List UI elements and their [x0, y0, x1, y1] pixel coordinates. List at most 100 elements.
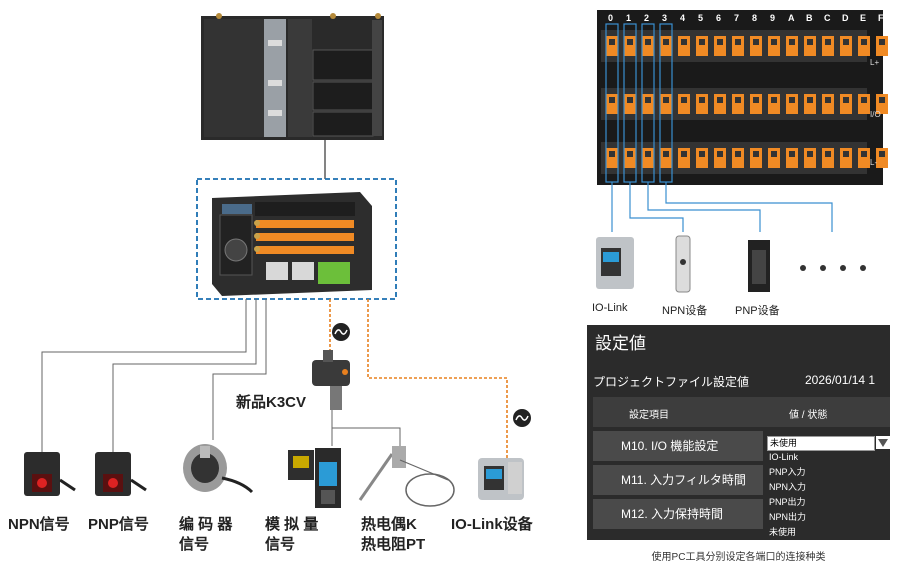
terminal-slot — [717, 39, 723, 45]
k3cv-hub — [312, 350, 350, 410]
sensor-wires — [41, 299, 267, 452]
label-pnp-right: PNP设备 — [735, 305, 780, 317]
label-iolink-device: IO-Link设备 — [451, 516, 533, 533]
port-number: 6 — [716, 13, 722, 23]
npn-device-right — [675, 235, 691, 293]
terminal-slot — [663, 151, 669, 157]
label-thermo-1: 热电偶K — [361, 516, 417, 533]
terminal-slot — [789, 151, 795, 157]
terminal-slot — [807, 97, 813, 103]
terminal-slot — [663, 39, 669, 45]
pnp-sensor — [95, 452, 147, 496]
header-value: 値 / 状態 — [789, 410, 828, 421]
terminal-slot — [807, 39, 813, 45]
dropdown-option[interactable]: NPN入力 — [769, 482, 807, 492]
io-module-frame — [196, 178, 397, 300]
terminal-slot — [825, 39, 831, 45]
terminal-slot — [627, 39, 633, 45]
rail-label-io: I/O — [870, 110, 881, 119]
chevron-down-icon[interactable] — [876, 436, 890, 449]
terminal-slot — [753, 151, 759, 157]
terminal-slot — [879, 97, 885, 103]
settings-panel: 設定値 プロジェクトファイル設定値 2026/01/14 1 設定項目 値 / … — [587, 325, 890, 540]
terminal-slot — [645, 151, 651, 157]
thermocouple — [358, 446, 455, 507]
terminal-slot — [681, 39, 687, 45]
terminal-slot — [861, 39, 867, 45]
terminal-slot — [735, 39, 741, 45]
rail-label-lminus: L- — [870, 158, 878, 167]
label-encoder-2: 信号 — [179, 536, 210, 553]
port-number: C — [824, 13, 831, 23]
label-analog-2: 信号 — [265, 536, 296, 553]
terminal-slot — [843, 97, 849, 103]
io-module — [212, 192, 372, 296]
port-number: 0 — [608, 13, 614, 23]
label-encoder-1: 编 码 器 — [179, 516, 233, 533]
plc-controller — [201, 13, 384, 140]
terminal-slot — [807, 151, 813, 157]
port-number: 8 — [752, 13, 758, 23]
rail-label-lplus: L+ — [870, 58, 880, 67]
port-number: A — [788, 13, 795, 23]
label-npn-signal: NPN信号 — [8, 516, 70, 533]
terminal-slot — [825, 151, 831, 157]
terminal-slot — [609, 151, 615, 157]
setting-row[interactable]: M11. 入力フィルタ時間 — [593, 465, 763, 495]
terminal-slot — [879, 39, 885, 45]
dropdown-option[interactable]: NPN出力 — [769, 512, 807, 522]
port-number: 7 — [734, 13, 740, 23]
port-number: 3 — [662, 13, 668, 23]
iolink-sensor — [478, 458, 524, 500]
port-number: D — [842, 13, 849, 23]
port-number: E — [860, 13, 867, 23]
terminal-slot — [843, 151, 849, 157]
terminal-slot — [645, 97, 651, 103]
iolink-device-right — [596, 237, 634, 289]
terminal-slot — [771, 39, 777, 45]
port-number: 9 — [770, 13, 776, 23]
setting-row-label: M12. 入力保持時間 — [621, 507, 724, 521]
port-number: 1 — [626, 13, 632, 23]
port-number: 2 — [644, 13, 650, 23]
terminal-slot — [699, 151, 705, 157]
terminal-slot — [645, 39, 651, 45]
terminal-slot — [699, 97, 705, 103]
dropdown-option[interactable]: PNP出力 — [769, 497, 806, 507]
caption: 使用PC工具分别设定各端口的连接种类 — [651, 552, 826, 563]
dropdown-option[interactable]: IO-Link — [769, 452, 799, 462]
terminal-slot — [879, 151, 885, 157]
setting-row[interactable]: M12. 入力保持時間 — [593, 499, 763, 529]
label-npn-right: NPN设备 — [662, 305, 708, 317]
analog-sensor — [288, 448, 341, 508]
dropdown-option[interactable]: PNP入力 — [769, 467, 806, 477]
terminal-slot — [735, 151, 741, 157]
label-pnp-signal: PNP信号 — [88, 516, 149, 533]
iolink-symbol-icon — [513, 409, 531, 427]
iolink-wires — [329, 299, 508, 458]
terminal-slot — [861, 97, 867, 103]
terminal-slot — [681, 151, 687, 157]
terminal-slot — [753, 39, 759, 45]
port-number: B — [806, 13, 813, 23]
terminal-slot — [699, 39, 705, 45]
terminal-slot — [717, 97, 723, 103]
port-number: F — [878, 13, 884, 23]
select-value: 未使用 — [770, 438, 798, 448]
io-function-select[interactable]: 未使用 — [767, 436, 875, 451]
npn-sensor — [24, 452, 76, 496]
dropdown-option[interactable]: 未使用 — [769, 527, 797, 537]
terminal-slot — [681, 97, 687, 103]
label-new-k3cv: 新品K3CV — [236, 394, 307, 411]
port-number: 5 — [698, 13, 704, 23]
panel-subtitle: プロジェクトファイル設定値 — [593, 375, 750, 389]
terminal-slot — [825, 97, 831, 103]
terminal-slot — [627, 151, 633, 157]
terminal-slot — [861, 151, 867, 157]
setting-row[interactable]: M10. I/O 機能設定 — [593, 431, 763, 461]
terminal-slot — [609, 97, 615, 103]
terminal-slot — [843, 39, 849, 45]
label-iolink-right: IO-Link — [592, 302, 628, 314]
